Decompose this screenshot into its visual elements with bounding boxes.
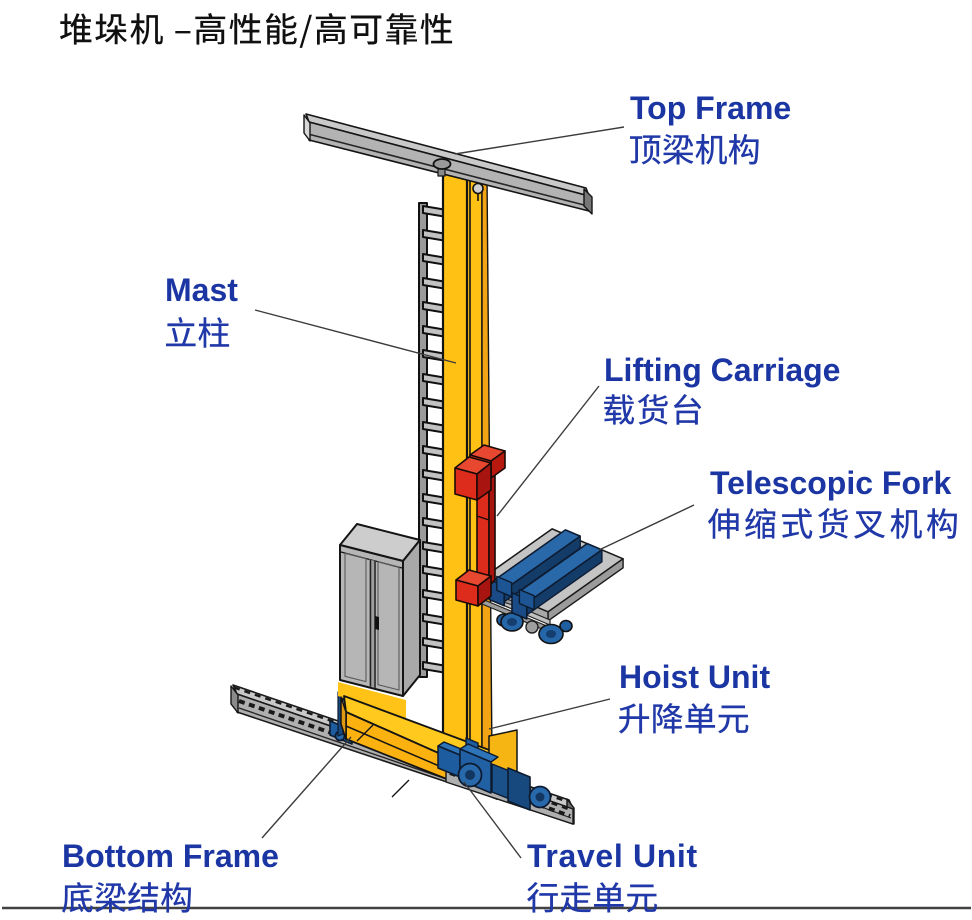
svg-text:Hoist Unit: Hoist Unit — [619, 659, 770, 695]
svg-text:Mast: Mast — [165, 272, 238, 308]
svg-text:Lifting Carriage: Lifting Carriage — [604, 352, 840, 388]
svg-text:Telescopic Fork: Telescopic Fork — [710, 465, 951, 501]
svg-text:Bottom Frame: Bottom Frame — [62, 838, 279, 874]
svg-text:Travel Unit: Travel Unit — [527, 838, 698, 874]
svg-text:Top Frame: Top Frame — [630, 90, 791, 126]
